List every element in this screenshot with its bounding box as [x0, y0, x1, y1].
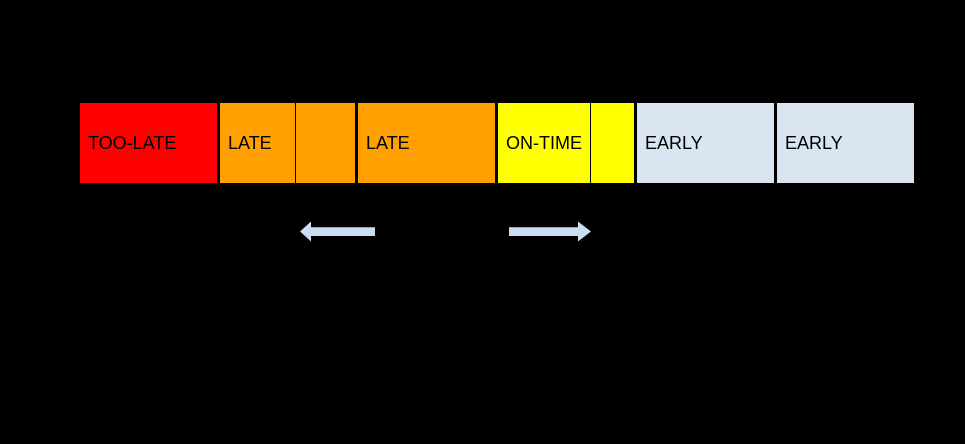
segment-on-time-label: ON-TIME	[506, 133, 582, 153]
segment-early-right-label: EARLY	[785, 133, 843, 153]
segment-on-time-gap	[591, 103, 637, 183]
delivery-timing-bar: TOO-LATE LATE LATE ON-TIME EARLY EARLY	[80, 103, 914, 183]
segment-late-left: LATE	[220, 103, 296, 183]
segment-on-time: ON-TIME	[498, 103, 591, 183]
segment-early-left: EARLY	[637, 103, 777, 183]
segment-late-gap	[296, 103, 358, 183]
arrow-right-icon	[509, 221, 591, 242]
segment-late-left-label: LATE	[228, 133, 272, 153]
segment-late-right: LATE	[358, 103, 498, 183]
segment-early-left-label: EARLY	[645, 133, 703, 153]
segment-late-right-label: LATE	[366, 133, 410, 153]
segment-early-right: EARLY	[777, 103, 914, 183]
segment-too-late: TOO-LATE	[80, 103, 220, 183]
arrow-left-icon	[300, 221, 375, 242]
segment-too-late-label: TOO-LATE	[88, 133, 177, 153]
